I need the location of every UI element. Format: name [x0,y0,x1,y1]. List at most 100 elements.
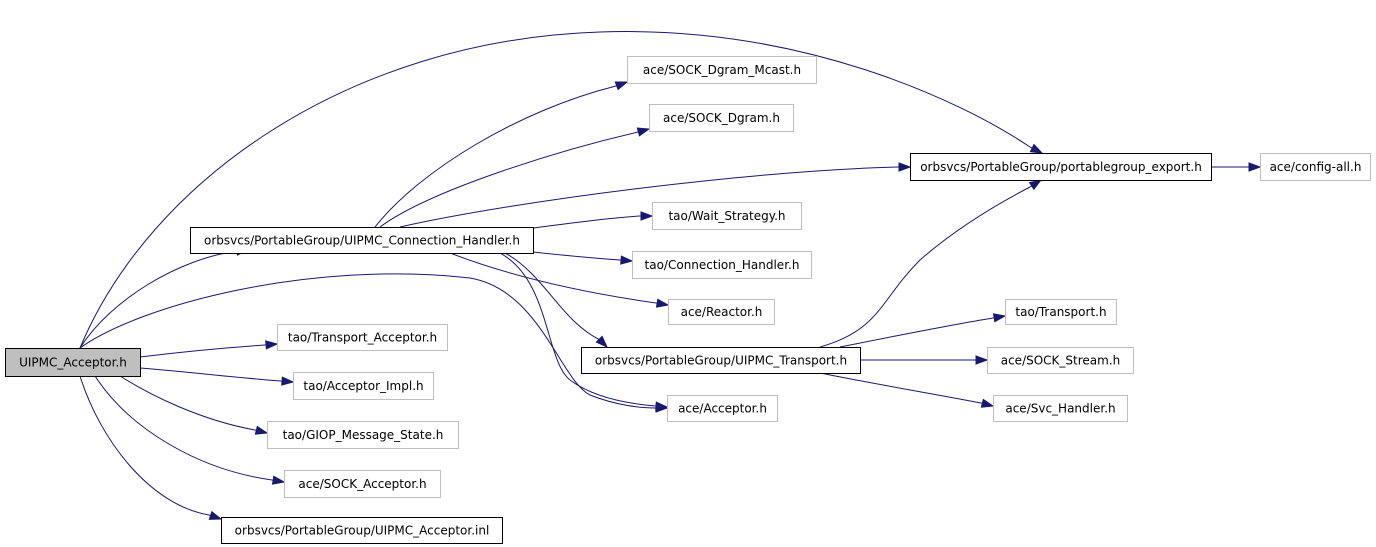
node-label: ace/config-all.h [1270,160,1362,174]
arrowhead [208,510,223,520]
node-box [1005,299,1117,325]
arrowhead [975,355,989,365]
edge-line [532,251,621,261]
node-acceptor-impl[interactable]: tao/Acceptor_Impl.h [293,372,434,400]
arrowhead [992,313,1007,323]
node-box [284,470,441,498]
arrowhead [636,127,651,137]
edge-uipmc-transport-to-sock-stream [860,355,989,365]
arrowhead [271,475,286,485]
edge-conn-handler-to-wait-strategy [532,211,654,229]
node-box [5,348,141,377]
arrowhead [640,211,654,221]
edge-uipmc-transport-to-svc-handler [819,372,995,408]
node-label: tao/Transport_Acceptor.h [288,331,437,345]
node-label: UIPMC_Acceptor.h [19,356,127,370]
node-giop-state[interactable]: tao/GIOP_Message_State.h [267,421,459,449]
node-label: ace/Acceptor.h [678,402,767,416]
node-sock-acceptor[interactable]: ace/SOCK_Acceptor.h [284,470,441,498]
edge-pg-export-to-config-all [1211,162,1262,172]
node-box [652,202,802,230]
edge-line-end [1029,146,1033,149]
node-label: ace/Svc_Handler.h [1005,402,1115,416]
node-ace-acceptor[interactable]: ace/Acceptor.h [667,395,778,422]
node-box [667,395,778,422]
arrowhead [265,340,279,350]
edge-root-to-sock-acceptor [94,375,286,485]
node-label: orbsvcs/PortableGroup/UIPMC_Acceptor.inl [235,524,490,538]
edge-conn-handler-to-pg-export [399,162,912,228]
edge-line-end [1029,185,1032,188]
edge-line [532,215,641,229]
node-transport-acceptor[interactable]: tao/Transport_Acceptor.h [277,324,448,351]
node-config-all[interactable]: ace/config-all.h [1260,153,1371,181]
arrowhead [281,376,295,386]
edge-conn-handler-to-reactor [449,252,670,308]
node-label: tao/GIOP_Message_State.h [283,428,444,442]
node-label: orbsvcs/PortableGroup/UIPMC_Transport.h [595,354,847,368]
arrowhead [1248,162,1262,172]
node-label: ace/SOCK_Dgram.h [663,111,780,125]
node-conn-handler[interactable]: orbsvcs/PortableGroup/UIPMC_Connection_H… [190,227,534,254]
node-dgram[interactable]: ace/SOCK_Dgram.h [649,104,794,132]
edge-line [79,31,1031,349]
node-dgram-mcast[interactable]: ace/SOCK_Dgram_Mcast.h [627,56,817,84]
node-tao-transport[interactable]: tao/Transport.h [1005,299,1117,325]
arrowhead [595,335,609,349]
arrowhead [655,298,670,308]
edge-line [499,252,656,407]
edge-line [504,252,601,341]
arrowhead [980,398,995,408]
edge-line [94,375,273,481]
node-wait-strategy[interactable]: tao/Wait_Strategy.h [652,202,802,230]
node-label: ace/SOCK_Stream.h [1001,354,1121,368]
node-label: tao/Transport.h [1015,305,1106,319]
node-box [993,395,1128,422]
edge-conn-handler-to-tao-conn-handler [532,251,634,265]
edge-root-to-acceptor-impl [139,367,295,386]
node-label: ace/SOCK_Dgram_Mcast.h [643,63,801,77]
node-label: tao/Acceptor_Impl.h [303,379,423,393]
edge-conn-handler-to-dgram-mcast [374,81,629,228]
node-root: UIPMC_Acceptor.h [5,348,141,377]
node-pg-export[interactable]: orbsvcs/PortableGroup/portablegroup_expo… [910,153,1212,181]
node-box [910,153,1212,181]
node-box [293,372,434,400]
arrowhead [1028,179,1043,191]
node-box [987,347,1134,374]
edge-root-to-transport-acceptor [139,340,279,358]
node-uipmc-transport[interactable]: orbsvcs/PortableGroup/UIPMC_Transport.h [581,347,861,374]
node-label: orbsvcs/PortableGroup/UIPMC_Connection_H… [204,234,520,248]
node-box [632,251,812,279]
node-box [190,227,534,254]
edge-root-to-giop-state [119,375,269,435]
edge-line [79,250,239,349]
node-acceptor-inl[interactable]: orbsvcs/PortableGroup/UIPMC_Acceptor.inl [221,517,503,544]
graph-nodes: UIPMC_Acceptor.h orbsvcs/PortableGroup/UI… [5,56,1371,544]
node-svc-handler[interactable]: ace/Svc_Handler.h [993,395,1128,422]
node-box [277,324,448,351]
arrowhead [1029,143,1044,154]
node-box [1260,153,1371,181]
edge-line [139,367,282,382]
node-box [221,517,503,544]
edge-conn-handler-to-ace-acceptor [499,252,669,411]
edge-line [79,273,656,409]
edge-conn-handler-to-dgram [379,127,651,228]
node-tao-conn-handler[interactable]: tao/Connection_Handler.h [632,251,812,279]
edge-root-to-pg-export [79,31,1044,349]
node-box [267,421,459,449]
node-box [581,347,861,374]
node-label: ace/SOCK_Acceptor.h [298,477,426,491]
node-sock-stream[interactable]: ace/SOCK_Stream.h [987,347,1134,374]
arrowhead [614,81,629,91]
edge-conn-handler-to-uipmc-transport [504,252,609,349]
node-reactor[interactable]: ace/Reactor.h [668,299,775,325]
edge-root-to-acceptor-inl [79,375,223,520]
edge-uipmc-transport-to-pg-export [819,179,1043,348]
edge-line [449,252,657,304]
edge-uipmc-transport-to-tao-transport [839,313,1007,348]
edge-line [119,375,256,431]
node-box [627,56,817,84]
